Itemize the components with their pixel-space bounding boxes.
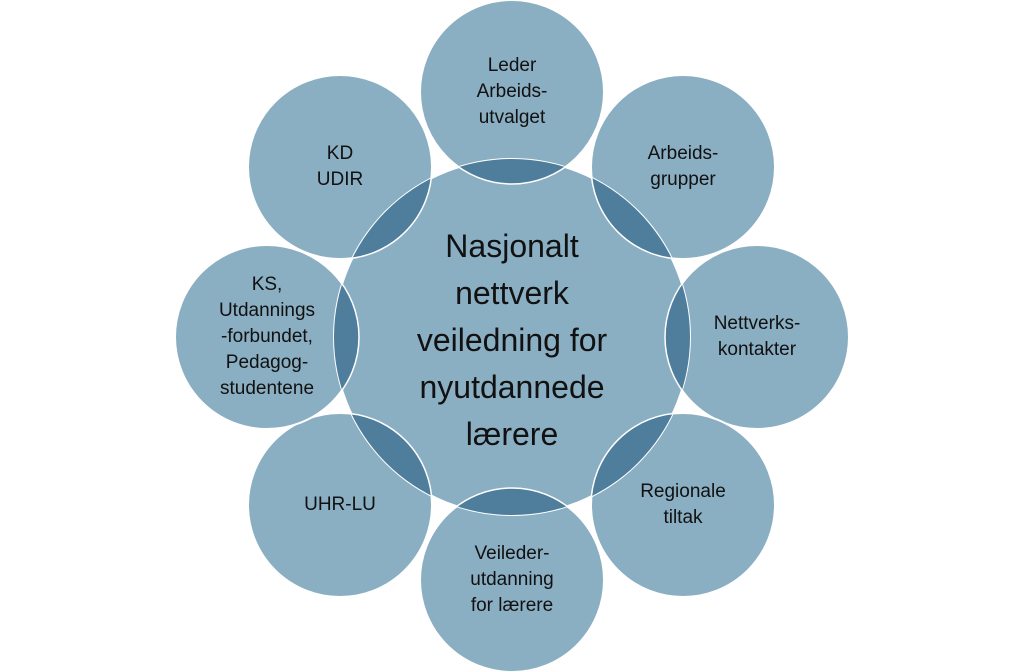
node-label-line: UHR-LU — [304, 494, 376, 515]
node-label-arbeidsgrupper: Arbeids- grupper — [603, 87, 763, 247]
node-label-line: KS, — [251, 274, 283, 295]
node-label-line: Arbeids- — [647, 143, 719, 164]
center-label-line: nyutdannede — [419, 368, 605, 405]
node-label-line: Leder — [487, 55, 537, 76]
center-label-line: veiledning for — [416, 321, 608, 358]
center-label-line: Nasjonalt — [445, 227, 579, 264]
node-label-line: kontakter — [717, 339, 797, 360]
node-label-line: Pedagog- — [225, 352, 309, 373]
node-label-line: UDIR — [316, 169, 364, 190]
node-label-line: Veileder- — [474, 543, 550, 564]
center-label-line: lærere — [465, 415, 559, 452]
overlap-region-nettverkskontakter — [664, 244, 690, 430]
node-label-nettverkskontakter: Nettverks- kontakter — [677, 257, 837, 417]
node-label-line: grupper — [650, 169, 716, 190]
node-label-line: Regionale — [640, 481, 726, 502]
node-label-line: -forbundet, — [221, 326, 313, 347]
node-label-ks: KS, Utdannings -forbundet, Pedagog- stud… — [187, 257, 347, 417]
center-label-line: nettverk — [455, 274, 569, 311]
node-label-line: studentene — [219, 378, 315, 399]
node-label-line: KD — [326, 143, 354, 164]
node-label-uhr-lu: UHR-LU — [260, 425, 420, 585]
node-label-line: utdanning — [470, 569, 554, 590]
center-label: Nasjonalt nettverk veiledning for nyutda… — [362, 190, 662, 490]
node-label-veilederutdanning: Veileder- utdanning for lærere — [432, 500, 592, 660]
node-label-line: Arbeids- — [476, 81, 548, 102]
node-label-regionale-tiltak: Regionale tiltak — [603, 425, 763, 585]
node-label-line: for lærere — [470, 595, 554, 616]
overlap-region-veilederutdanning — [419, 487, 605, 515]
node-label-kd-udir: KD UDIR — [260, 87, 420, 247]
node-label-line: Utdannings — [218, 300, 316, 321]
node-label-line: tiltak — [663, 507, 703, 528]
overlap-region-leder — [419, 159, 605, 185]
node-label-line: Nettverks- — [713, 313, 801, 334]
overlap-region-ks — [334, 244, 360, 430]
node-label-line: utvalget — [478, 107, 546, 128]
node-label-leder: Leder Arbeids- utvalget — [432, 12, 592, 172]
